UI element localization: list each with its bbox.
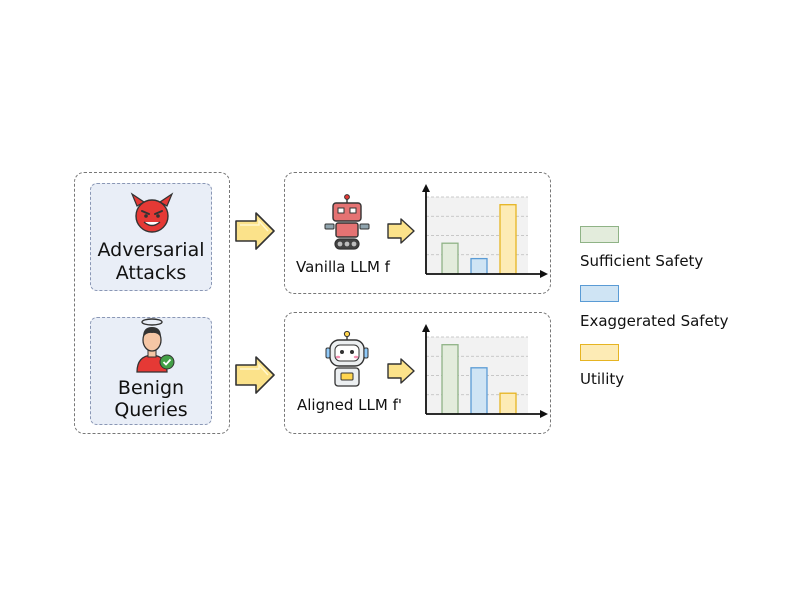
x-axis-arrowhead — [540, 270, 548, 278]
x-axis-arrowhead — [540, 410, 548, 418]
bar-utility — [499, 392, 517, 415]
y-axis-arrowhead — [422, 184, 430, 192]
red-robot-icon — [324, 194, 370, 250]
legend-label-sufficient-safety: Sufficient Safety — [580, 252, 704, 270]
vanilla-model-panel — [284, 172, 551, 294]
arrow-icon-top — [235, 212, 275, 250]
benign-label-line1: Benign — [117, 377, 185, 399]
legend-swatch-exaggerated-safety — [580, 285, 619, 302]
aligned-model-label: Aligned LLM f' — [297, 396, 402, 414]
adversarial-attacks-card: Adversarial Attacks — [90, 183, 212, 291]
adversarial-label-line2: Attacks — [115, 262, 187, 284]
input-group — [74, 172, 230, 434]
arrow-icon-small-top — [387, 218, 415, 244]
legend-swatch-utility — [580, 344, 619, 361]
devil-face-icon — [130, 192, 174, 233]
bar-exaggerated-safety — [470, 367, 488, 415]
aligned-bar-chart — [422, 324, 548, 418]
vanilla-bar-chart — [422, 184, 548, 278]
bar-exaggerated-safety — [470, 257, 488, 275]
legend-swatch-sufficient-safety — [580, 226, 619, 243]
y-axis-arrowhead — [422, 324, 430, 332]
aligned-model-panel — [284, 312, 551, 434]
bar-sufficient-safety — [441, 344, 459, 415]
benign-label-line2: Queries — [114, 399, 188, 421]
arrow-icon-small-bottom — [387, 358, 415, 384]
adversarial-label-line1: Adversarial — [97, 239, 205, 261]
legend-label-utility: Utility — [580, 370, 625, 388]
vanilla-model-label: Vanilla LLM f — [296, 258, 390, 276]
person-halo-check-icon — [136, 318, 175, 373]
bar-sufficient-safety — [441, 242, 459, 275]
legend-label-exaggerated-safety: Exaggerated Safety — [580, 312, 729, 330]
bar-utility — [499, 204, 517, 275]
arrow-icon-bottom — [235, 356, 275, 394]
white-robot-icon — [325, 330, 369, 387]
benign-queries-card: Benign Queries — [90, 317, 212, 425]
